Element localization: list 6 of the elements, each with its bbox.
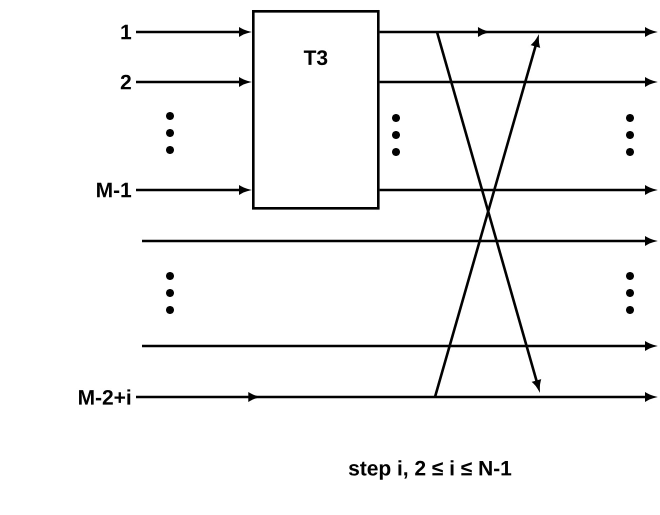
input-label: M-1 [97,182,132,198]
process-box: T3 [252,10,380,210]
caption: step i, 2 ≤ i ≤ N-1 [348,460,512,480]
input-label: 1 [121,24,132,40]
input-label: M-2+i [79,389,130,405]
input-label: 2 [120,74,131,90]
